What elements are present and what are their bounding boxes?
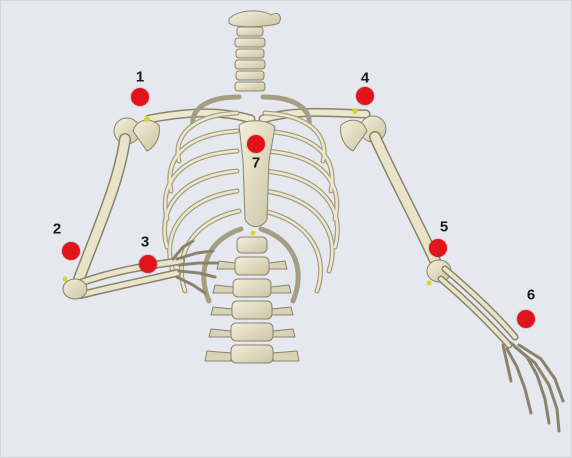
left-forearm (441, 269, 515, 345)
cervical-spine (235, 27, 265, 91)
right-humerus-fill (79, 139, 125, 279)
marker-2[interactable] (62, 242, 80, 260)
marker-1-label: 1 (136, 70, 144, 85)
marker-6-label: 6 (527, 288, 535, 303)
marker-2-label: 2 (53, 222, 61, 237)
left-forearm-fill (441, 269, 515, 345)
marker-3-label: 3 (141, 235, 149, 250)
marker-4-label: 4 (361, 71, 369, 86)
skull-base (229, 11, 280, 27)
marker-3[interactable] (139, 255, 157, 273)
right-elbow (63, 279, 87, 299)
marker-1[interactable] (131, 88, 149, 106)
marker-5[interactable] (429, 239, 447, 257)
left-humerus-fill (375, 137, 437, 265)
marker-6[interactable] (517, 310, 535, 328)
left-hand (503, 343, 563, 431)
lumbar-spine (231, 237, 273, 363)
marker-4[interactable] (356, 87, 374, 105)
marker-5-label: 5 (440, 220, 448, 235)
marker-7[interactable] (247, 135, 265, 153)
marker-7-label: 7 (252, 156, 260, 171)
